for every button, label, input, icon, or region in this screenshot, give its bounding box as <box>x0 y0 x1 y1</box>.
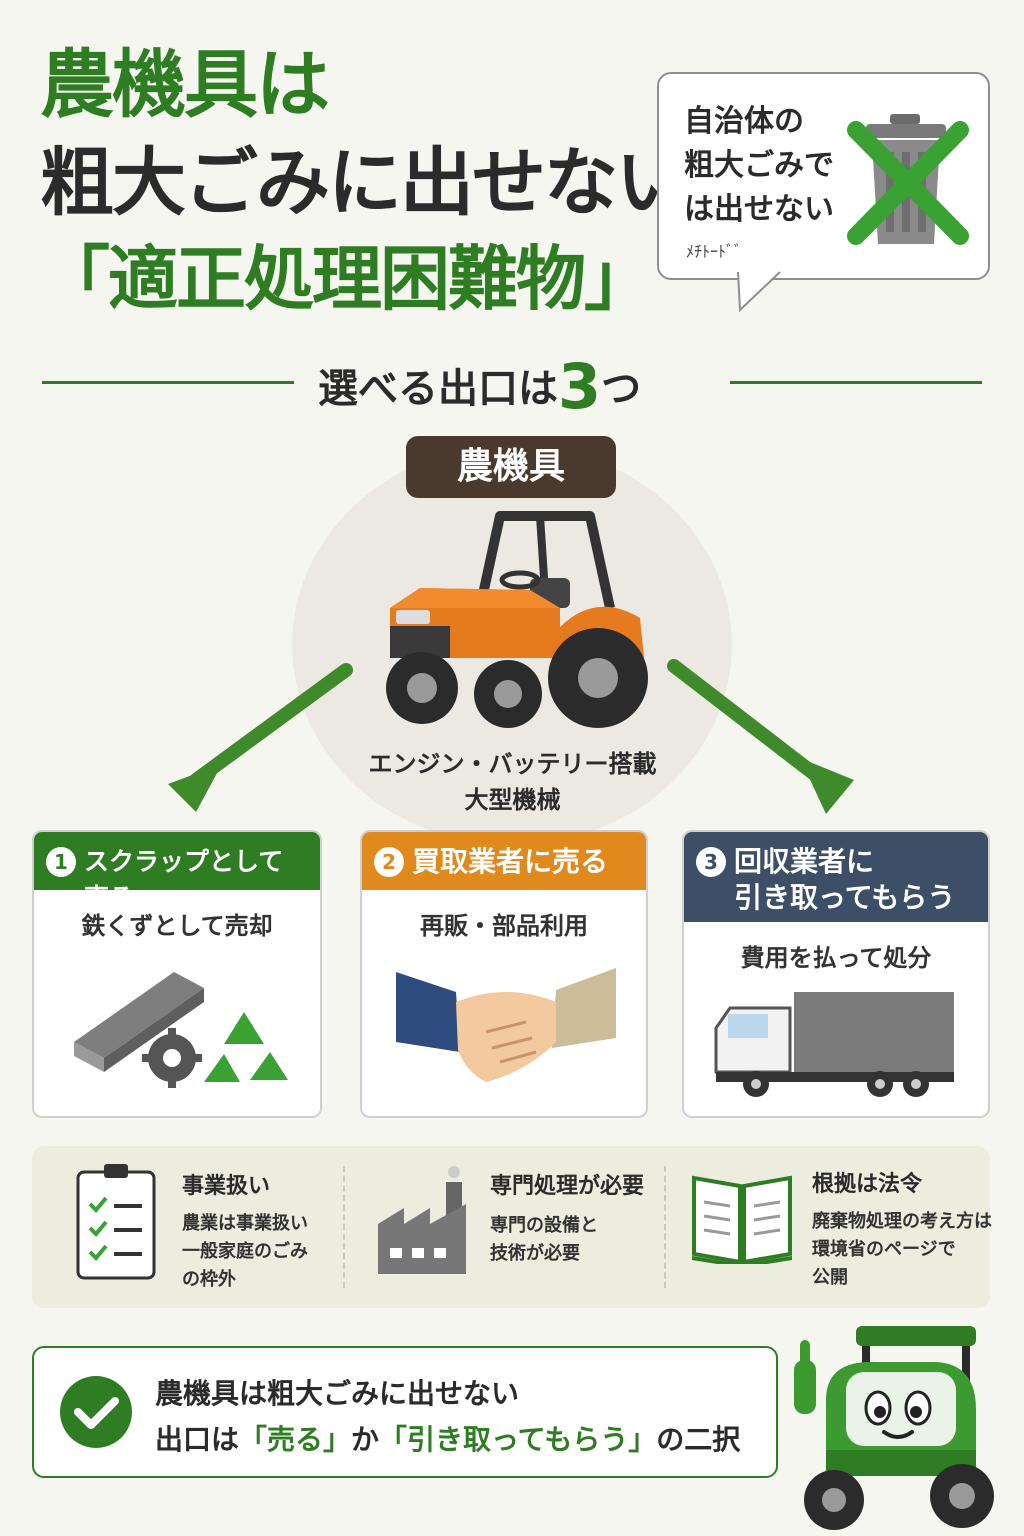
option-card-1: 1 スクラップとして売る 鉄くずとして売却 <box>32 830 322 1118</box>
option-card-2-title: 買取業者に売る <box>412 845 609 878</box>
option-card-3-title: 回収業者に 引き取ってもらう <box>734 844 955 916</box>
speech-bubble-tail <box>737 270 781 313</box>
conclusion-text: 農機具は粗大ごみに出せない 出口は「売る」か「引き取ってもらう」の二択 <box>155 1371 740 1463</box>
bubble-text: 自治体の 粗大ごみで は出せない <box>684 100 854 232</box>
trash-can-crossed-icon <box>847 114 969 245</box>
factory-icon <box>378 1166 466 1274</box>
option-card-2-subtitle: 再販・部品利用 <box>420 912 588 940</box>
option-card-2-header: 2 買取業者に売る <box>362 832 646 890</box>
section-prefix: 選べる出口は <box>318 366 558 412</box>
conclusion-line-1: 農機具は粗大ごみに出せない <box>155 1377 520 1410</box>
info-3-body: 廃棄物処理の考え方は 環境省のページで 公開 <box>812 1208 992 1292</box>
option-card-3-header: 3 回収業者に 引き取ってもらう <box>684 832 988 922</box>
section-count: 3 <box>558 350 602 423</box>
option-card-2: 2 買取業者に売る 再販・部品利用 <box>360 830 648 1118</box>
conclusion-option-sell: 「売る」 <box>239 1423 352 1456</box>
option-card-1-header: 1 スクラップとして売る <box>34 832 320 912</box>
info-2-body-line-1: 専門の設備と <box>490 1215 598 1236</box>
bubble-line-1: 自治体の <box>684 104 804 139</box>
book-icon <box>692 1175 792 1264</box>
scrap-metal-recycle-icon <box>74 972 288 1088</box>
info-separator-2 <box>664 1166 666 1288</box>
divider-left <box>42 381 294 384</box>
option-card-1-title: スクラップとして売る <box>84 847 284 912</box>
info-1-title: 事業扱い <box>182 1174 271 1199</box>
center-caption: エンジン・バッテリー搭載 大型機械 <box>350 746 675 818</box>
section-suffix: つ <box>601 366 642 412</box>
center-badge: 農機具 <box>406 436 616 498</box>
info-1-body-line-3: の枠外 <box>182 1269 236 1290</box>
conclusion-suffix: の二択 <box>656 1423 741 1456</box>
arrow-left-icon <box>168 663 353 812</box>
info-3-title: 根拠は法令 <box>812 1172 923 1197</box>
clipboard-icon <box>76 1164 156 1280</box>
info-strip <box>32 1146 990 1308</box>
divider-right <box>730 381 982 384</box>
info-3-body-line-2: 環境省のページで <box>812 1239 956 1260</box>
option-card-3-number: 3 <box>696 847 726 877</box>
option-card-1-subtitle: 鉄くずとして売却 <box>81 912 273 940</box>
option-card-2-number: 2 <box>374 847 404 877</box>
option-card-3-subtitle: 費用を払って処分 <box>740 944 932 972</box>
tractor-icon <box>386 511 648 728</box>
section-heading: 選べる出口は3つ <box>318 350 718 423</box>
bubble-line-2: 粗大ごみで <box>684 148 834 183</box>
option-card-1-number: 1 <box>46 847 76 877</box>
truck-icon <box>714 992 954 1097</box>
check-circle-icon <box>60 1376 132 1448</box>
option-card-3-title-line-2: 引き取ってもらう <box>734 881 956 914</box>
info-2-body: 専門の設備と 技術が必要 <box>490 1212 598 1268</box>
info-2-title: 専門処理が必要 <box>490 1174 645 1199</box>
arrow-right-icon <box>667 659 854 814</box>
bubble-line-3: は出せない <box>684 192 834 227</box>
conclusion-line-2: 出口は「売る」か「引き取ってもらう」の二択 <box>155 1417 740 1463</box>
conclusion-option-pickup: 「引き取ってもらう」 <box>379 1423 657 1456</box>
conclusion-mid: か <box>351 1423 380 1456</box>
info-1-body-line-1: 農業は事業扱い <box>182 1213 308 1234</box>
center-caption-line-2: 大型機械 <box>464 786 561 814</box>
info-1-body-line-2: 一般家庭のごみ <box>182 1241 308 1262</box>
center-caption-line-1: エンジン・バッテリー搭載 <box>368 750 657 778</box>
info-3-body-line-1: 廃棄物処理の考え方は <box>812 1211 992 1232</box>
tractor-mascot-icon <box>794 1326 994 1530</box>
option-card-3-title-line-1: 回収業者に <box>734 845 875 878</box>
title-line-3: 「適正処理困難物」 <box>40 238 654 320</box>
info-3-body-line-3: 公開 <box>812 1267 848 1288</box>
conclusion-box <box>32 1346 778 1478</box>
info-1-body: 農業は事業扱い 一般家庭のごみ の枠外 <box>182 1210 308 1294</box>
option-card-3: 3 回収業者に 引き取ってもらう 費用を払って処分 <box>682 830 990 1118</box>
bubble-scribble: ﾒﾁﾄｰﾄﾞﾞ <box>686 242 743 261</box>
title-line-1: 農機具は <box>40 42 330 128</box>
info-separator-1 <box>343 1166 345 1288</box>
info-2-body-line-2: 技術が必要 <box>490 1243 580 1264</box>
title-line-2: 粗大ごみに出せない <box>40 140 690 226</box>
conclusion-prefix: 出口は <box>155 1423 240 1456</box>
handshake-icon <box>396 968 616 1082</box>
